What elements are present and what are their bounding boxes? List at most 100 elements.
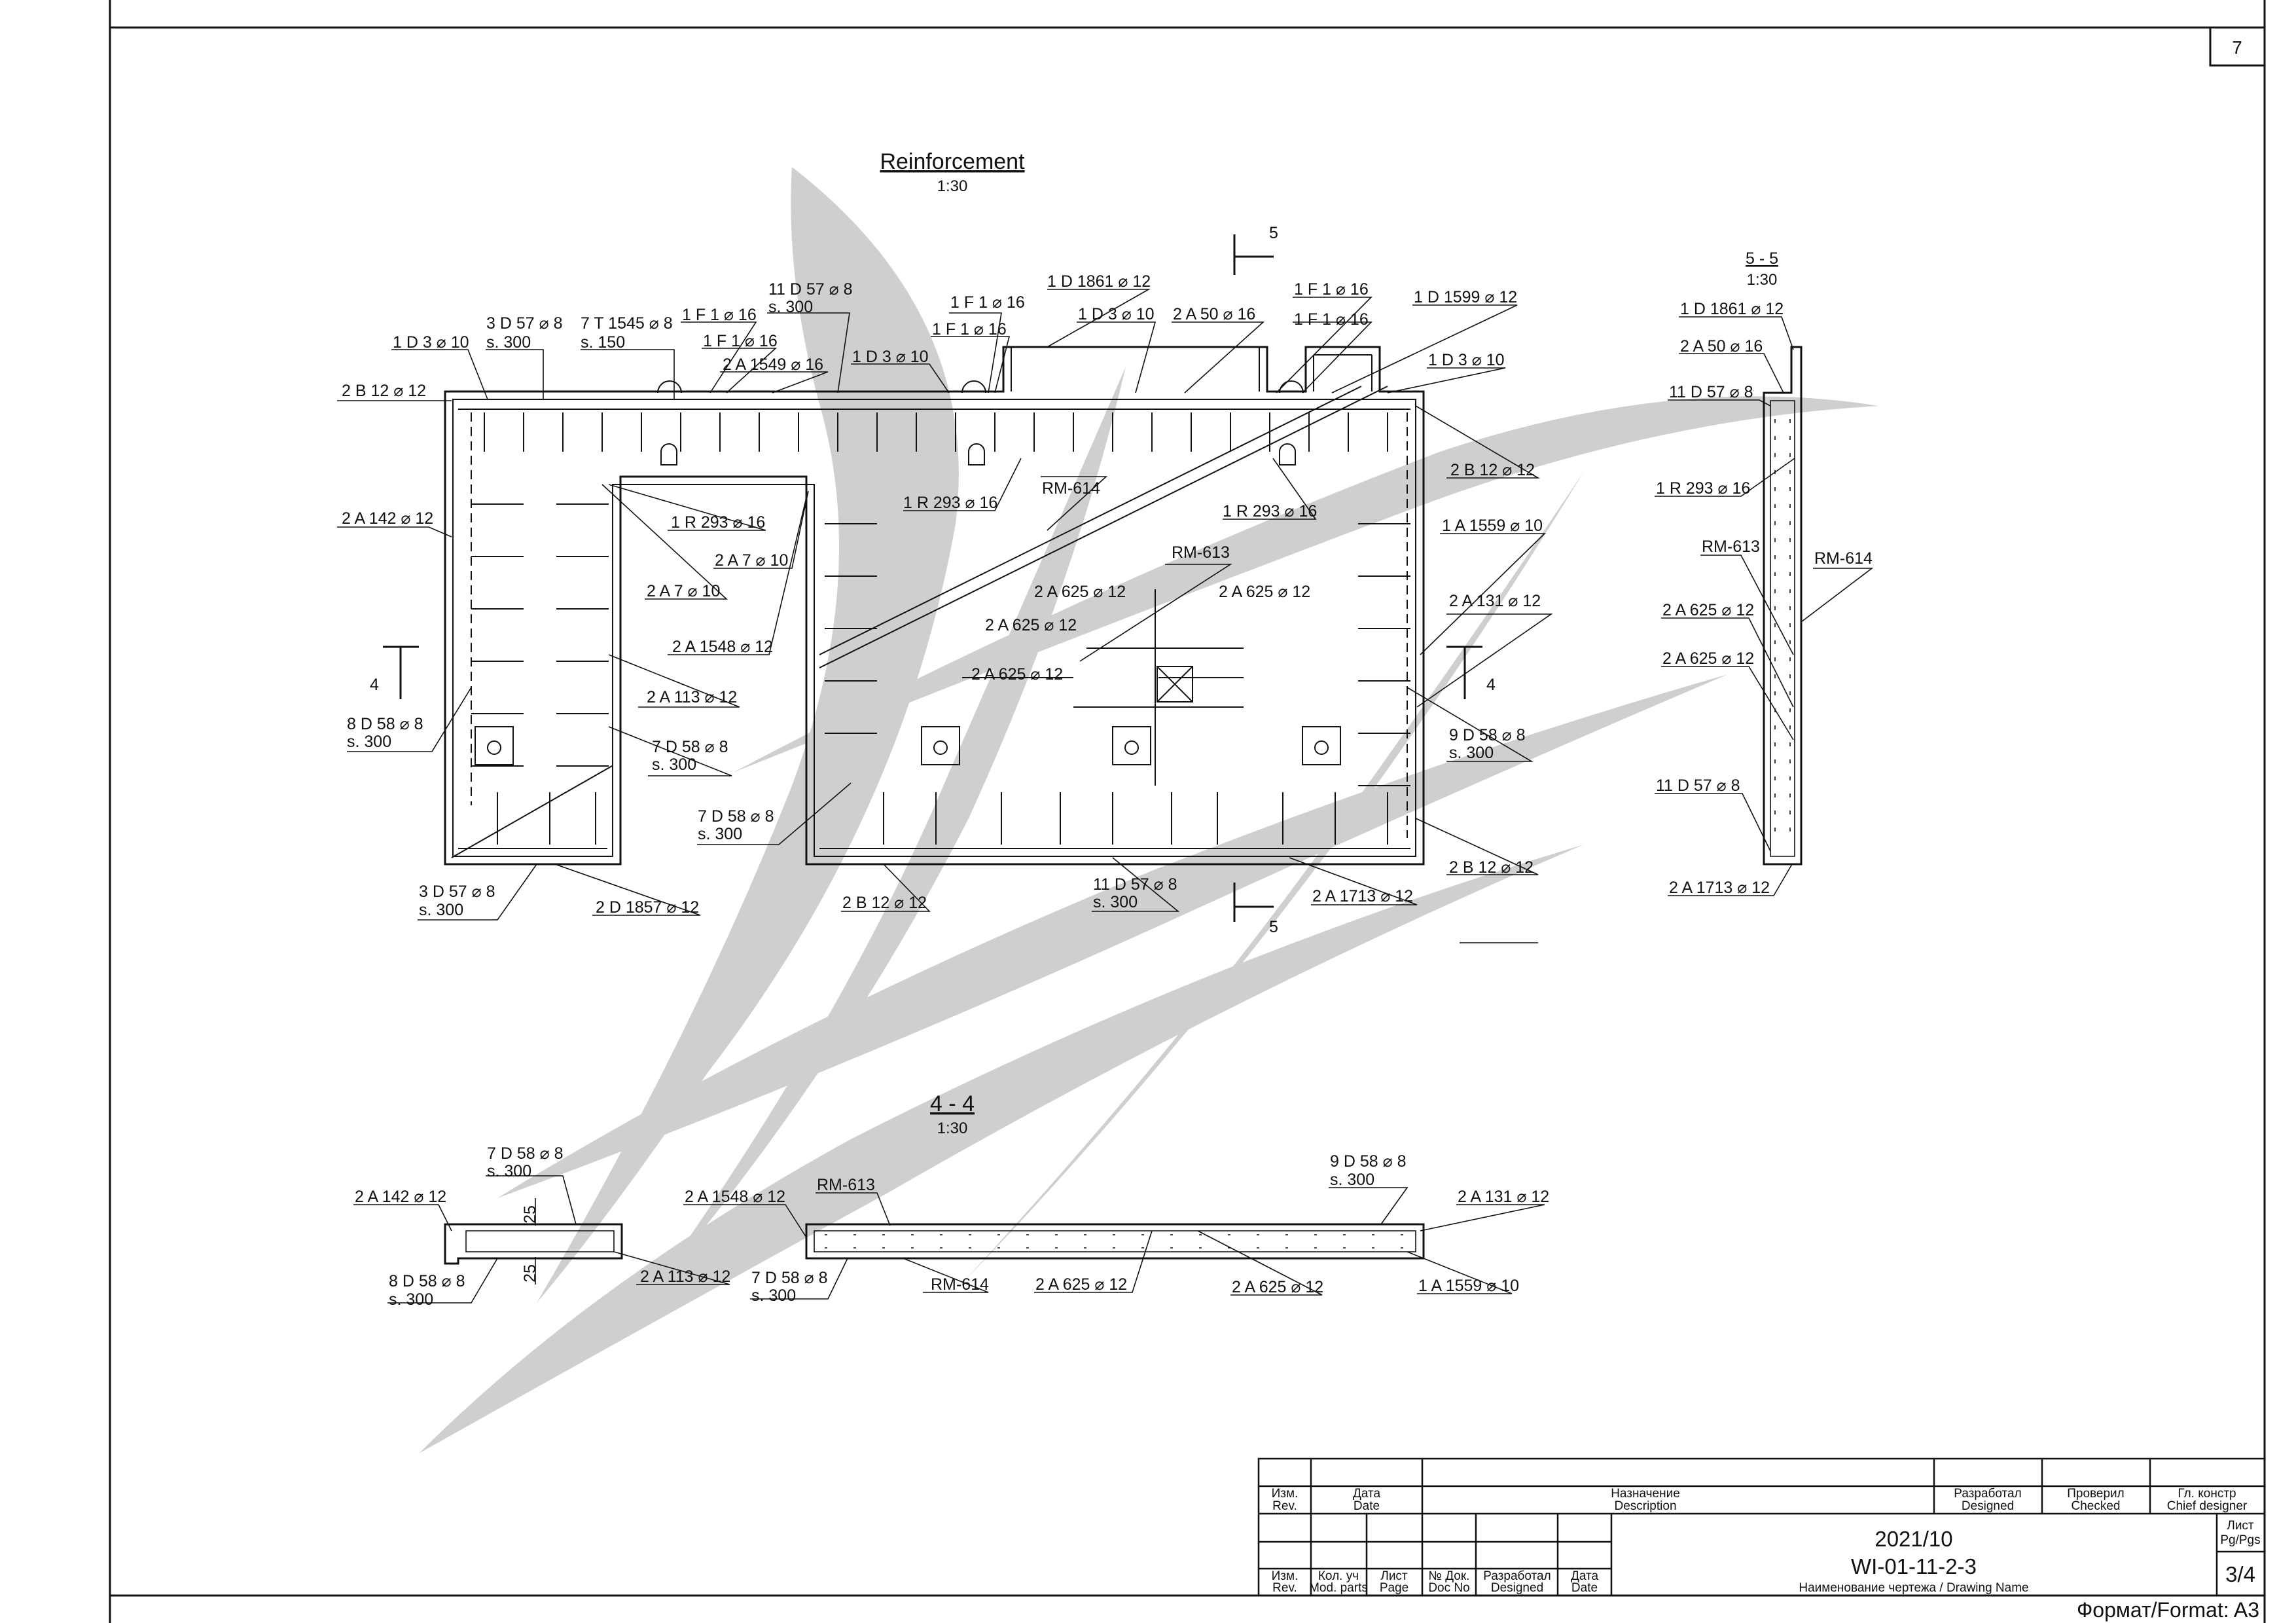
section-4-4-label: 2 A 131 ⌀ 12: [1458, 1188, 1549, 1206]
rebar-label: 7 D 58 ⌀ 8: [698, 807, 774, 826]
rebar-label: 7 T 1545 ⌀ 8: [581, 314, 673, 333]
rebar-label: 1 F 1 ⌀ 16: [682, 306, 757, 324]
rebar-label: RM-614: [1042, 479, 1100, 498]
rebar-label: RM-613: [1172, 543, 1230, 562]
section-5-5-label: 11 D 57 ⌀ 8: [1656, 776, 1740, 795]
tb-page-ru: Лист: [1380, 1569, 1408, 1583]
rebar-label: s. 300: [652, 756, 696, 774]
tb-docno-ru: № Док.: [1429, 1569, 1470, 1583]
section-5-5: 5 - 5 1:30 1 D 1861 ⌀ 12 2 A 50 ⌀ 16 11 …: [1655, 249, 1874, 897]
plan-scale: 1:30: [937, 177, 968, 195]
section-4-4-label: s. 300: [1330, 1171, 1374, 1189]
embedded-plates: [475, 666, 1341, 765]
tb-designed-en: Designed: [1962, 1499, 2014, 1513]
plan-title: Reinforcement: [880, 149, 1025, 174]
section-5-5-scale: 1:30: [1747, 271, 1778, 289]
tb-rev-en: Rev.: [1272, 1499, 1297, 1513]
plan-view: Reinforcement 1:30: [337, 149, 1553, 943]
section-5-5-label: 2 A 1713 ⌀ 12: [1669, 879, 1770, 897]
rebar-lines: [451, 386, 1410, 858]
rebar-label: 2 A 131 ⌀ 12: [1449, 592, 1541, 610]
section-5-5-label: RM-614: [1814, 549, 1873, 568]
tb-rev2-ru: Изм.: [1272, 1569, 1299, 1583]
rebar-label: 2 A 50 ⌀ 16: [1173, 305, 1255, 323]
tb-chief-ru: Гл. констр: [2178, 1487, 2236, 1501]
plan-labels: 1 D 3 ⌀ 10 3 D 57 ⌀ 8 s. 300 7 T 1545 ⌀ …: [342, 272, 1543, 919]
section-4-4-label: 7 D 58 ⌀ 8: [487, 1144, 564, 1163]
sheet-format: Формат/Format: A3: [2077, 1598, 2259, 1622]
rebar-label: 2 A 1548 ⌀ 12: [672, 638, 773, 656]
watermark-logo: [419, 167, 1878, 1453]
tb-rev-ru: Изм.: [1272, 1487, 1299, 1501]
tb-rev2-en: Rev.: [1272, 1581, 1297, 1595]
rebar-label: s. 300: [1449, 744, 1494, 762]
rebar-label: s. 300: [419, 901, 463, 919]
stirrup-markers: [471, 412, 1410, 845]
lifting-anchors: [657, 380, 1304, 465]
rebar-label: 2 A 1549 ⌀ 16: [723, 356, 823, 374]
rebar-label: 2 A 142 ⌀ 12: [342, 509, 433, 528]
sheet-frame: [109, 0, 2266, 1623]
rebar-label: s. 300: [1093, 893, 1138, 911]
rebar-label: 2 D 1857 ⌀ 12: [596, 898, 699, 917]
rebar-label: 1 F 1 ⌀ 16: [1294, 310, 1369, 329]
section-4-4: 4 - 4 1:30 7 D 58 ⌀ 8 s. 300 2: [353, 1091, 1549, 1309]
tb-pages-value: 3/4: [2225, 1562, 2255, 1586]
rebar-label: 1 D 3 ⌀ 10: [852, 348, 929, 366]
section-4-4-label: s. 300: [389, 1290, 433, 1309]
rebar-label: 1 R 293 ⌀ 16: [671, 513, 765, 532]
section-4-4-label: 8 D 58 ⌀ 8: [389, 1272, 465, 1290]
rebar-label: 1 A 1559 ⌀ 10: [1442, 517, 1543, 535]
rebar-label: s. 300: [347, 733, 391, 751]
rebar-label: 2 B 12 ⌀ 12: [842, 894, 927, 912]
rebar-label: s. 300: [768, 298, 813, 316]
tb-drawing-name-label: Наименование чертежа / Drawing Name: [1799, 1581, 2028, 1595]
section-mark-5-top: 5: [1269, 224, 1278, 242]
section-4-4-label: 2 A 625 ⌀ 12: [1035, 1275, 1127, 1294]
rebar-label: 8 D 58 ⌀ 8: [347, 715, 423, 733]
dimension-label: 25: [521, 1205, 539, 1224]
tb-date2-ru: Дата: [1571, 1569, 1599, 1583]
section-4-4-label: s. 300: [751, 1286, 796, 1305]
rebar-label: 11 D 57 ⌀ 8: [768, 280, 853, 299]
rebar-label: 2 A 625 ⌀ 12: [971, 665, 1063, 684]
section-4-4-label: 2 A 1548 ⌀ 12: [685, 1188, 785, 1206]
rebar-label: 1 D 3 ⌀ 10: [1078, 305, 1155, 323]
tb-page-en: Page: [1380, 1581, 1408, 1595]
tb-designed2-ru: Разработал: [1483, 1569, 1551, 1583]
tb-modparts-ru: Кол. уч: [1318, 1569, 1359, 1583]
section-5-5-label: 2 A 50 ⌀ 16: [1680, 337, 1763, 356]
tb-date-en: Date: [1354, 1499, 1380, 1513]
section-5-5-title: 5 - 5: [1746, 249, 1778, 268]
rebar-label: 1 R 293 ⌀ 16: [903, 494, 997, 512]
rebar-label: s. 150: [581, 333, 625, 352]
plan-outline: [444, 346, 1425, 866]
tb-designed2-en: Designed: [1491, 1581, 1543, 1595]
section-5-5-label: 11 D 57 ⌀ 8: [1669, 383, 1753, 401]
section-mark-4-right: 4: [1486, 676, 1496, 694]
page-number: 7: [2232, 37, 2242, 58]
section-4-4-label: 1 A 1559 ⌀ 10: [1418, 1277, 1519, 1295]
rebar-label: 2 B 12 ⌀ 12: [1450, 461, 1535, 479]
rebar-label: 2 A 1713 ⌀ 12: [1312, 887, 1413, 905]
tb-project-code: 2021/10: [1874, 1527, 1952, 1551]
rebar-label: 1 F 1 ⌀ 16: [932, 320, 1007, 338]
section-4-4-label: s. 300: [487, 1162, 531, 1180]
tb-pages-ru: Лист: [2227, 1519, 2254, 1533]
plan-leaders: [337, 289, 1553, 943]
tb-chief-en: Chief designer: [2167, 1499, 2248, 1513]
dimension-label: 25: [521, 1264, 539, 1283]
rebar-label: 9 D 58 ⌀ 8: [1449, 726, 1526, 744]
tb-desc-ru: Назначение: [1611, 1487, 1680, 1501]
rebar-label: s. 300: [698, 825, 742, 843]
tb-checked-en: Checked: [2072, 1499, 2121, 1513]
section-mark-5-bottom: 5: [1269, 918, 1278, 936]
tb-desc-en: Description: [1614, 1499, 1676, 1513]
section-5-5-label: 2 A 625 ⌀ 12: [1662, 649, 1754, 668]
section-mark-4-left: 4: [370, 676, 379, 694]
tb-pages-en: Pg/Pgs: [2220, 1533, 2260, 1547]
rebar-label: 2 A 113 ⌀ 12: [647, 688, 737, 706]
section-4-4-label: 2 A 142 ⌀ 12: [355, 1188, 446, 1206]
tb-docno-en: Doc No: [1428, 1581, 1469, 1595]
rebar-label: 2 A 625 ⌀ 12: [985, 616, 1077, 634]
